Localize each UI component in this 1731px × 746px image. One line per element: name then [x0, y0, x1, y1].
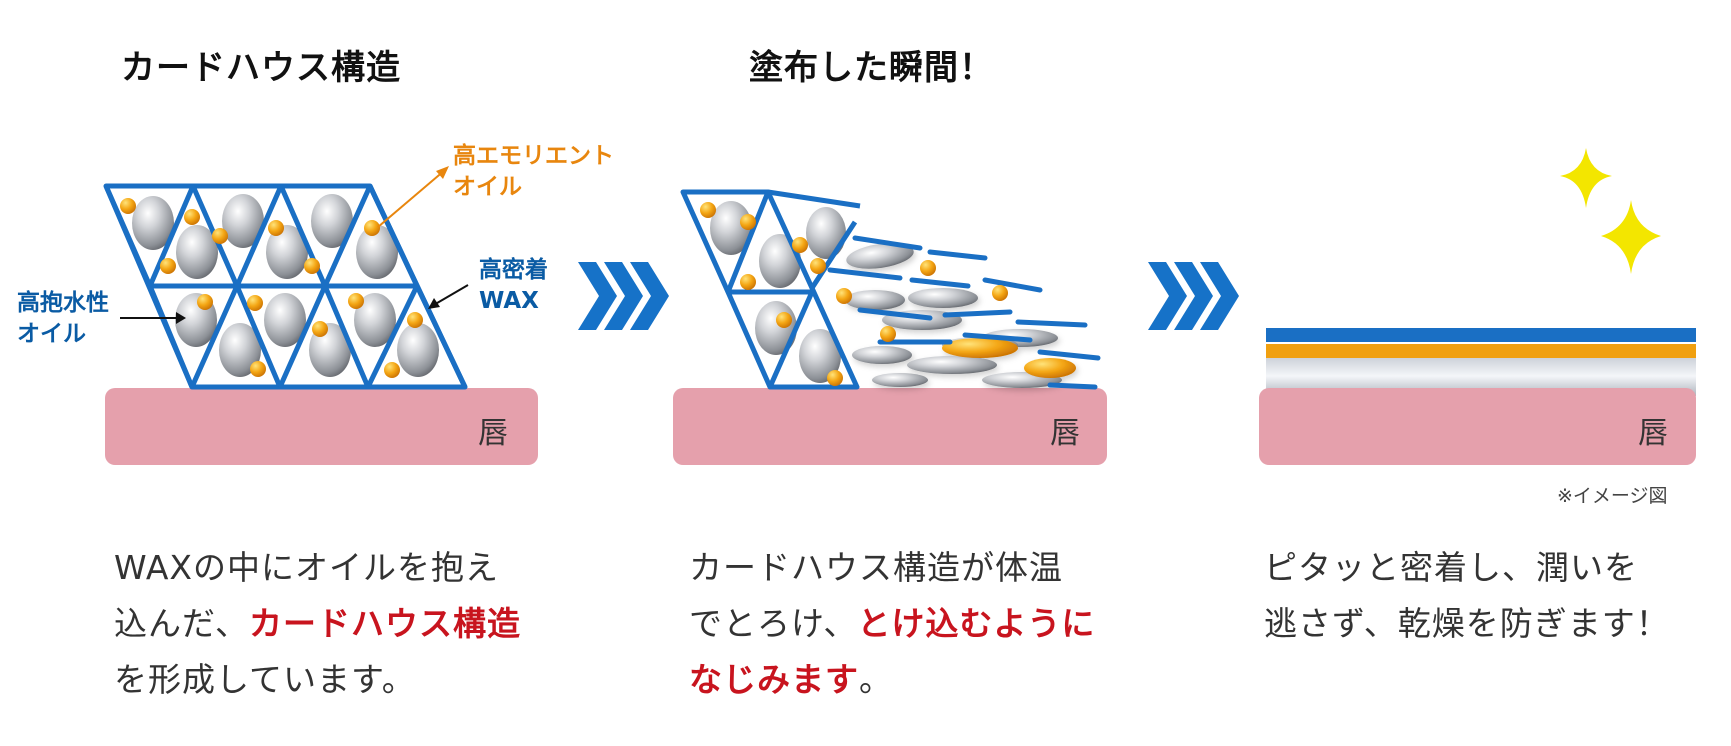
lip-label: 唇: [1638, 416, 1669, 451]
desc-line: でとろけ、とけ込むように: [689, 596, 1095, 652]
melting-wax-flakes: [845, 243, 1076, 388]
desc-line: 込んだ、カードハウス構造: [114, 596, 521, 652]
adhesive-wax-label: 高密着 WAX: [479, 255, 548, 317]
panel-3-diagram: [1259, 148, 1696, 465]
image-note: ※イメージ図: [1557, 485, 1668, 507]
panel-2-heading: 塗布した瞬間！: [749, 48, 994, 88]
desc-highlight: とけ込むように: [857, 604, 1096, 643]
lip-label: 唇: [478, 416, 509, 451]
adhesive-wax-label-line2: WAX: [479, 288, 539, 314]
right-chevron-arrows-icon: [1148, 262, 1239, 330]
desc-text: 。: [859, 660, 893, 699]
desc-line: を形成しています。: [114, 660, 416, 699]
desc-line: WAXの中にオイルを抱え: [114, 548, 500, 587]
oil-layer: [1266, 344, 1696, 358]
panel-1-diagram: [103, 166, 538, 465]
scattered-wax-sticks: [827, 235, 1101, 390]
lip-block: [105, 388, 538, 465]
oil-droplets: [120, 198, 423, 378]
sparkle-icon: [1601, 200, 1661, 274]
sparkle-icon: [1560, 148, 1612, 208]
emollient-oil-label: 高エモリエント オイル: [453, 141, 614, 203]
emollient-oil-label-line1: 高エモリエント: [453, 143, 614, 169]
lip-block: [673, 388, 1107, 465]
wax-lattice: [680, 189, 861, 390]
panel-2-description: カードハウス構造が体温 でとろけ、とけ込むように なじみます。: [689, 540, 1095, 708]
desc-line: ピタッと密着し、潤いを: [1264, 548, 1638, 587]
emollient-oil-label-line2: オイル: [453, 174, 522, 200]
label-pointers: [120, 166, 469, 324]
wax-lattice: [103, 183, 468, 390]
desc-highlight: カードハウス構造: [249, 604, 522, 643]
lip-block: [1259, 388, 1696, 465]
desc-line: カードハウス構造が体温: [689, 548, 1063, 587]
desc-text: でとろけ、: [689, 604, 858, 643]
desc-highlight: なじみます: [689, 660, 859, 699]
adhesive-wax-label-line1: 高密着: [479, 257, 548, 283]
panel-2-diagram: [673, 189, 1107, 465]
panel-1-description: WAXの中にオイルを抱え 込んだ、カードハウス構造 を形成しています。: [114, 540, 521, 708]
water-holding-oil-label: 高抱水性 オイル: [17, 288, 109, 350]
wax-layer: [1266, 328, 1696, 342]
oil-droplets: [700, 202, 1008, 386]
desc-text: 込んだ、: [114, 604, 250, 643]
desc-line: 逃さず、乾燥を防ぎます！: [1264, 604, 1670, 643]
lip-label: 唇: [1050, 416, 1081, 451]
water-holding-oil-label-line1: 高抱水性: [17, 290, 109, 316]
water-holding-oil-label-line2: オイル: [17, 321, 86, 347]
right-chevron-arrows-icon: [578, 262, 669, 330]
panel-1-heading: カードハウス構造: [121, 48, 401, 88]
desc-line: なじみます。: [689, 652, 1095, 708]
panel-3-description: ピタッと密着し、潤いを 逃さず、乾燥を防ぎます！: [1264, 540, 1670, 652]
